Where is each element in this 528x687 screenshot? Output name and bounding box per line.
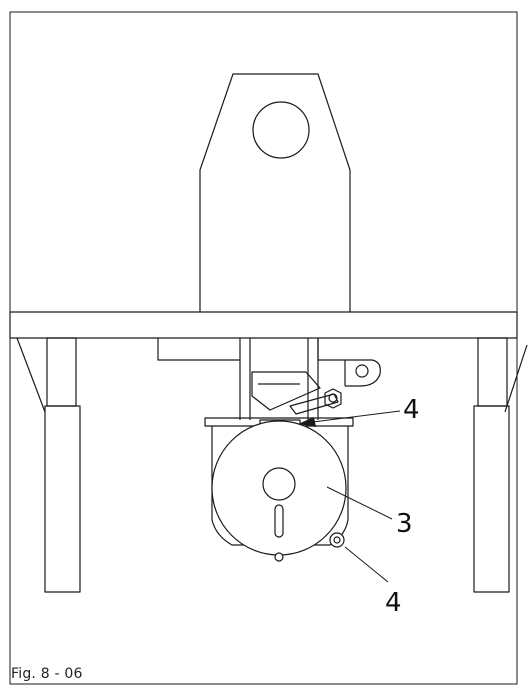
right-leg-upper [477,337,508,407]
drum-center-hole [262,467,296,501]
drum-slot [274,504,284,538]
left-leg-lower [44,405,81,593]
leader-middle [326,486,393,520]
left-leg-upper [46,337,77,407]
leader-bottom [344,546,389,583]
figure-caption: Fig. 8 - 06 [11,666,83,682]
drum [211,420,347,556]
linkage-bar [289,393,339,415]
table-plate [9,311,518,339]
drawing-frame [9,11,518,685]
rod-right [307,338,319,420]
upper-bracket [199,73,351,312]
right-leg-lower [473,405,510,593]
bracket-hole [252,101,310,159]
leader-top [304,410,401,424]
leader-top-arrow [298,417,316,427]
callout-top: 4 [403,395,420,425]
callout-bottom: 4 [385,588,402,618]
drum-bottom-pin [274,552,284,562]
left-brace [16,337,46,413]
linkage-arm [251,371,321,411]
lug-hole [355,364,369,378]
hex-nut [324,388,342,409]
callout-middle: 3 [396,509,413,539]
rod-left [239,338,251,420]
mounting-block [157,338,240,361]
mounting-lug [317,338,381,387]
right-brace [504,344,528,413]
screw-bottom [329,532,345,548]
